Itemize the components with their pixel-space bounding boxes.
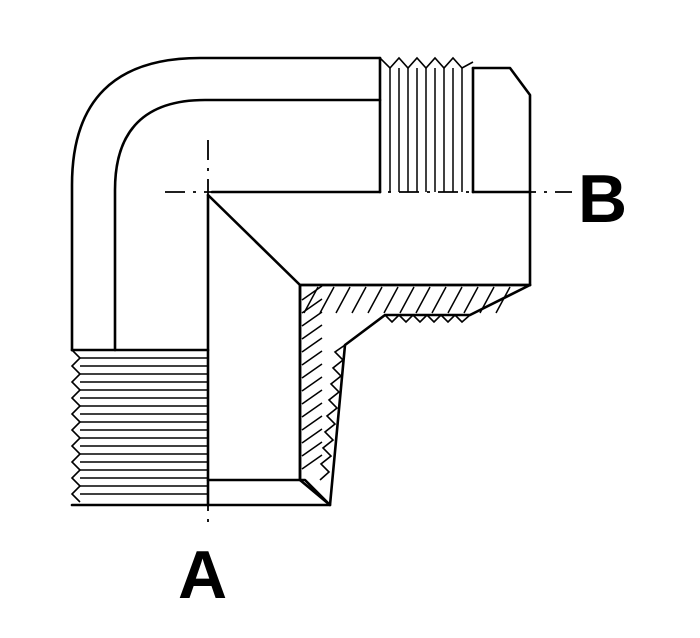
hatch-line bbox=[301, 428, 323, 444]
hatch-line bbox=[301, 298, 323, 314]
hatch-line bbox=[367, 286, 383, 314]
section-hatch bbox=[298, 283, 532, 507]
drill-cone-line bbox=[206, 193, 302, 287]
internal-thread-b bbox=[384, 313, 471, 324]
hatch-line bbox=[463, 286, 479, 314]
hatch-line bbox=[415, 286, 431, 314]
hatch-line bbox=[301, 337, 323, 353]
port-label-a: A bbox=[178, 537, 227, 613]
hatch-line bbox=[301, 311, 323, 327]
hatch-line bbox=[351, 286, 367, 314]
hatch-line bbox=[301, 285, 323, 301]
port-label-b: B bbox=[578, 161, 627, 237]
hatch-line bbox=[319, 286, 335, 314]
hatch-line bbox=[447, 286, 463, 314]
elbow-outer-contour bbox=[70, 56, 382, 352]
hatch-line bbox=[301, 350, 323, 366]
hatch-line bbox=[495, 286, 511, 314]
hatch-line bbox=[301, 415, 323, 431]
hatch-line bbox=[301, 441, 323, 457]
hatch-line bbox=[431, 286, 447, 314]
hatch-line bbox=[301, 389, 323, 405]
port-a-bottom-edge bbox=[206, 478, 332, 507]
hatch-line bbox=[301, 376, 323, 392]
flare-nose bbox=[471, 66, 532, 287]
hatch-line bbox=[301, 454, 323, 470]
hatch-line bbox=[301, 324, 323, 340]
hatch-line bbox=[301, 363, 323, 379]
male-thread-a bbox=[70, 348, 210, 507]
hatch-line bbox=[399, 286, 415, 314]
hatch-line bbox=[301, 402, 323, 418]
hatch-line bbox=[383, 286, 399, 314]
internal-thread-a bbox=[319, 344, 346, 481]
hatch-line bbox=[335, 286, 351, 314]
elbow-inner-contour bbox=[113, 98, 382, 352]
hatch-line bbox=[479, 286, 495, 314]
male-thread-b bbox=[378, 56, 475, 194]
